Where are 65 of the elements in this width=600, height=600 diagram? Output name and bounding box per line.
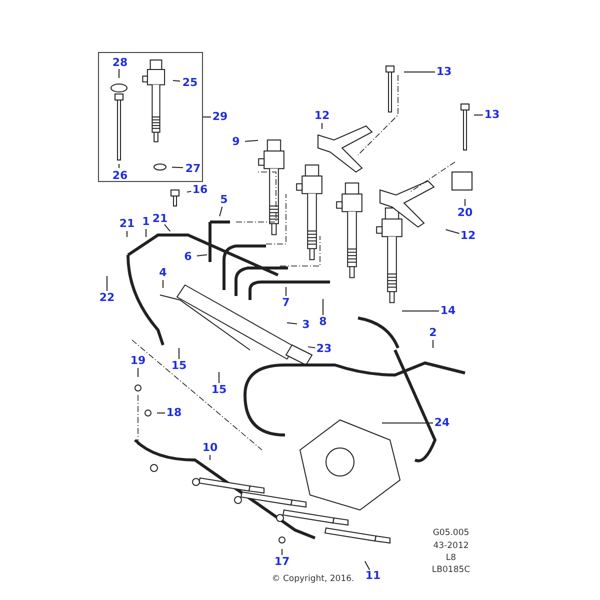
leader-line [118, 68, 120, 78]
callout-number: 15 [171, 360, 187, 372]
inset-frame [98, 52, 203, 182]
callout-number: 8 [319, 316, 327, 328]
callout-number: 19 [130, 355, 146, 367]
leader-line [106, 276, 108, 292]
callout-number: 22 [99, 292, 115, 304]
leader-line [172, 80, 181, 82]
callout-number: 26 [112, 170, 128, 182]
leader-line [164, 224, 171, 232]
reference-code: 43-2012 [433, 541, 469, 551]
callout-number: 13 [484, 109, 500, 121]
leader-line [218, 372, 220, 384]
callout-number: 12 [460, 230, 476, 242]
leader-line [118, 164, 120, 168]
leader-line [474, 114, 484, 116]
copyright-note: © Copyright, 2016. [272, 574, 354, 584]
reference-code: LB0185C [432, 565, 470, 575]
callout-number: 27 [185, 163, 201, 175]
callout-number: 20 [457, 207, 473, 219]
leader-line [219, 206, 223, 217]
leader-line [307, 346, 316, 348]
leader-line [464, 198, 466, 206]
leader-line [178, 348, 180, 360]
leader-line [445, 229, 460, 234]
callout-number: 17 [274, 556, 290, 568]
callout-number: 14 [440, 305, 456, 317]
callout-number: 10 [202, 442, 218, 454]
callout-number: 7 [282, 297, 290, 309]
callout-number: 1 [142, 216, 150, 228]
reference-code: L8 [446, 553, 456, 563]
leader-line [286, 322, 298, 324]
leader-line [382, 422, 434, 424]
callout-number: 12 [314, 110, 330, 122]
callout-number: 18 [166, 407, 182, 419]
callout-number: 21 [119, 218, 135, 230]
leader-line [322, 298, 324, 316]
callout-number: 9 [232, 136, 240, 148]
callout-number: 13 [436, 66, 452, 78]
callout-number: 24 [434, 417, 450, 429]
callout-number: 15 [211, 384, 227, 396]
leader-line [196, 254, 208, 256]
leader-line [156, 412, 166, 414]
callout-number: 11 [365, 570, 381, 582]
leader-line [162, 280, 164, 288]
callout-number: 23 [316, 343, 332, 355]
callout-number: 3 [302, 319, 310, 331]
leader-line [244, 140, 259, 142]
callout-number: 4 [159, 267, 167, 279]
callout-number: 28 [112, 57, 128, 69]
leader-line [126, 230, 128, 238]
callout-number: 29 [212, 111, 228, 123]
callout-number: 21 [152, 213, 168, 225]
callout-number: 2 [429, 327, 437, 339]
callout-number: 5 [220, 194, 228, 206]
leader-line [364, 560, 370, 570]
leader-line [186, 190, 192, 193]
callout-number: 6 [184, 251, 192, 263]
leader-line [432, 340, 434, 348]
callout-number: 25 [182, 77, 198, 89]
reference-code: G05.005 [432, 528, 470, 538]
leader-line [172, 166, 184, 168]
leader-line [402, 310, 440, 312]
callout-number: 16 [192, 184, 208, 196]
leader-line [202, 116, 212, 118]
